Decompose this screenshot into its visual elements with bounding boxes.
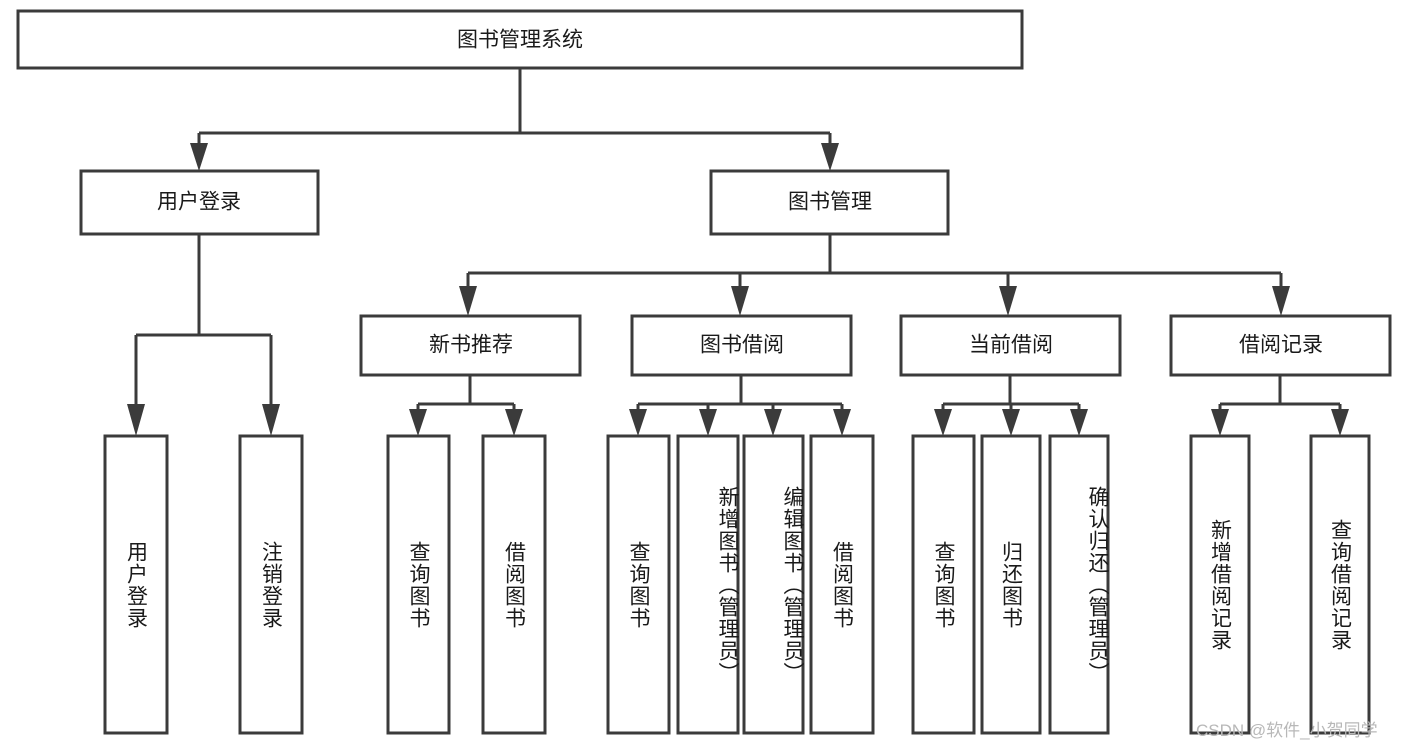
arrow-head-current-borrow [999,286,1017,316]
node-root-box[interactable] [16,9,1024,70]
node-book-borrow[interactable]: 图书借阅 [630,314,853,377]
arrow-head-leaf-user-login [127,404,145,436]
node-root-label: 图书管理系统 [457,29,583,52]
node-new-book-recommend[interactable]: 新书推荐 [359,314,582,377]
node-leaf-query-borrow-record-box[interactable] [1309,434,1371,735]
node-book-manage-label: 图书管理 [788,191,872,214]
connector-group-current-borrow [934,375,1088,436]
arrow-head-book-borrow [731,286,749,316]
arrow-head-leaf-query-borrow-record [1331,409,1349,436]
connector-group-book-manage [459,234,1290,316]
arrow-head-leaf-return-book [1002,409,1020,436]
node-leaf-return-book-box[interactable] [980,434,1042,735]
node-leaf-user-login-box[interactable] [103,434,169,735]
arrow-head-new-book-recommend [459,286,477,316]
node-book-manage[interactable]: 图书管理 [709,169,950,236]
arrow-head-book-manage [821,143,839,171]
node-borrow-record-box[interactable] [1169,314,1392,377]
node-user-login[interactable]: 用户登录 [79,169,320,236]
connector-group-root [190,68,839,171]
arrow-head-leaf-confirm-return [1070,409,1088,436]
arrow-head-leaf-add-book [699,409,717,436]
node-new-book-recommend-label: 新书推荐 [429,334,513,357]
node-leaf-query-book-1-box[interactable] [386,434,451,735]
node-leaf-user-logout-box[interactable] [238,434,304,735]
node-leaf-borrow-book-1-box[interactable] [481,434,547,735]
node-leaf-edit-book-box[interactable] [742,434,805,735]
node-borrow-record[interactable]: 借阅记录 [1169,314,1392,377]
arrow-head-leaf-user-logout [262,404,280,436]
node-leaf-borrow-book-2-box[interactable] [809,434,875,735]
csdn-watermark: CSDN @软件_小贺同学 [1196,721,1378,740]
node-leaf-confirm-return-box[interactable] [1048,434,1110,735]
node-borrow-record-label: 借阅记录 [1239,334,1323,357]
arrow-head-user-login [190,143,208,171]
connector-group-borrow-record [1211,375,1349,436]
arrow-head-leaf-borrow-book-1 [505,409,523,436]
node-user-login-label: 用户登录 [157,191,241,214]
node-current-borrow-label: 当前借阅 [969,334,1053,357]
node-current-borrow-box[interactable] [899,314,1122,377]
node-leaf-add-borrow-record-box[interactable] [1189,434,1251,735]
arrow-head-borrow-record [1272,286,1290,316]
arrow-head-leaf-borrow-book-2 [833,409,851,436]
arrow-head-leaf-query-book-1 [409,409,427,436]
connector-group-new-book-recommend [409,375,523,436]
node-user-login-box[interactable] [79,169,320,236]
node-leaf-query-book-3-box[interactable] [911,434,976,735]
node-book-borrow-box[interactable] [630,314,853,377]
arrow-head-leaf-query-book-2 [629,409,647,436]
node-current-borrow[interactable]: 当前借阅 [899,314,1122,377]
arrow-head-leaf-edit-book [764,409,782,436]
node-book-borrow-label: 图书借阅 [700,334,784,357]
arrow-head-leaf-add-borrow-record [1211,409,1229,436]
connector-group-user-login [127,234,280,436]
node-root[interactable]: 图书管理系统 [16,9,1024,70]
node-leaf-add-book-box[interactable] [676,434,740,735]
node-book-manage-box[interactable] [709,169,950,236]
arrow-head-leaf-query-book-3 [934,409,952,436]
node-leaf-query-book-2-box[interactable] [606,434,671,735]
node-new-book-recommend-box[interactable] [359,314,582,377]
connector-group-book-borrow [629,375,851,436]
leaf-boxes [103,434,1371,735]
